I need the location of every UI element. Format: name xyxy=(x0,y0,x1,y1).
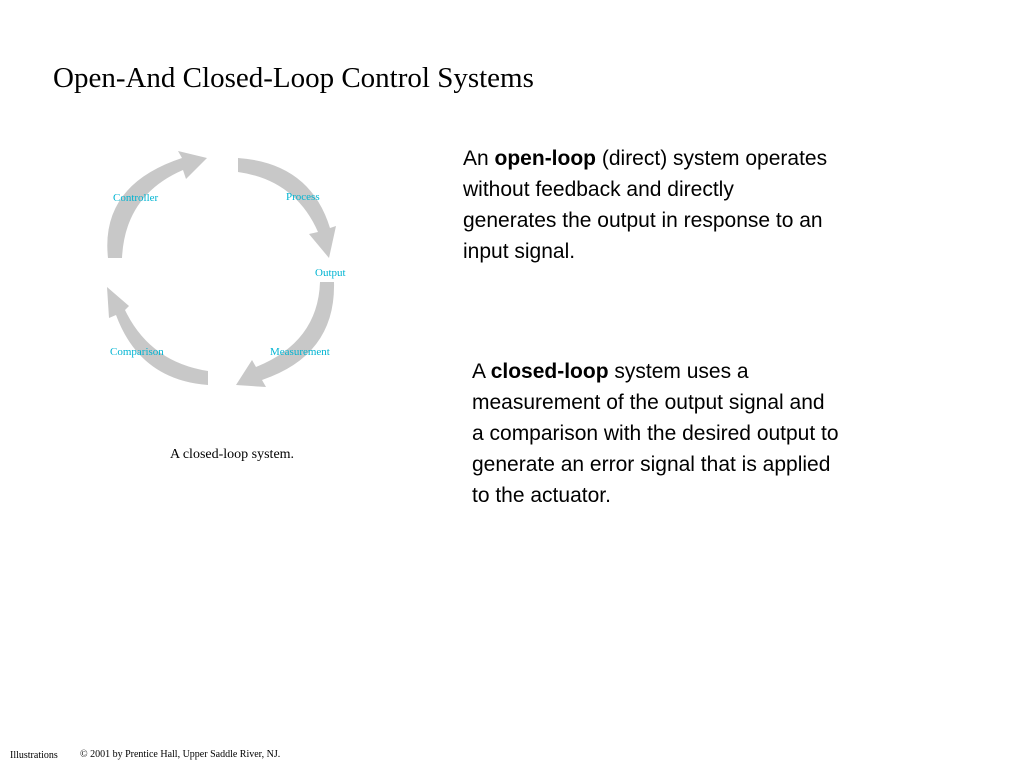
footer-section-label: Illustrations xyxy=(10,750,58,761)
open-loop-term: open-loop xyxy=(494,147,597,170)
cycle-arrow-output-to-measurement xyxy=(236,282,335,387)
node-label-controller: Controller xyxy=(113,192,159,204)
diagram-caption: A closed-loop system. xyxy=(170,447,295,462)
node-label-output: Output xyxy=(315,267,346,279)
cycle-arrow-controller-to-process xyxy=(107,151,207,258)
slide-title: Open-And Closed-Loop Control Systems xyxy=(53,62,534,94)
cycle-arrow-process-to-output xyxy=(238,158,336,258)
closed-loop-cycle-diagram: Controller Process Output Measurement Co… xyxy=(107,151,346,387)
closed-loop-prefix: A xyxy=(472,360,491,383)
footer-copyright: © 2001 by Prentice Hall, Upper Saddle Ri… xyxy=(80,749,281,760)
node-label-measurement: Measurement xyxy=(270,346,330,358)
node-label-comparison: Comparison xyxy=(110,346,164,358)
node-label-process: Process xyxy=(286,191,320,203)
open-loop-prefix: An xyxy=(463,147,495,170)
open-loop-paragraph: An open-loop (direct) system operates wi… xyxy=(463,143,833,267)
cycle-arrow-measurement-to-comparison xyxy=(107,287,208,385)
open-loop-description: (direct) system operates without feedbac… xyxy=(463,147,828,263)
closed-loop-term: closed-loop xyxy=(490,360,609,383)
closed-loop-description: system uses a measurement of the output … xyxy=(472,360,839,507)
closed-loop-paragraph: A closed-loop system uses a measurement … xyxy=(472,356,842,511)
